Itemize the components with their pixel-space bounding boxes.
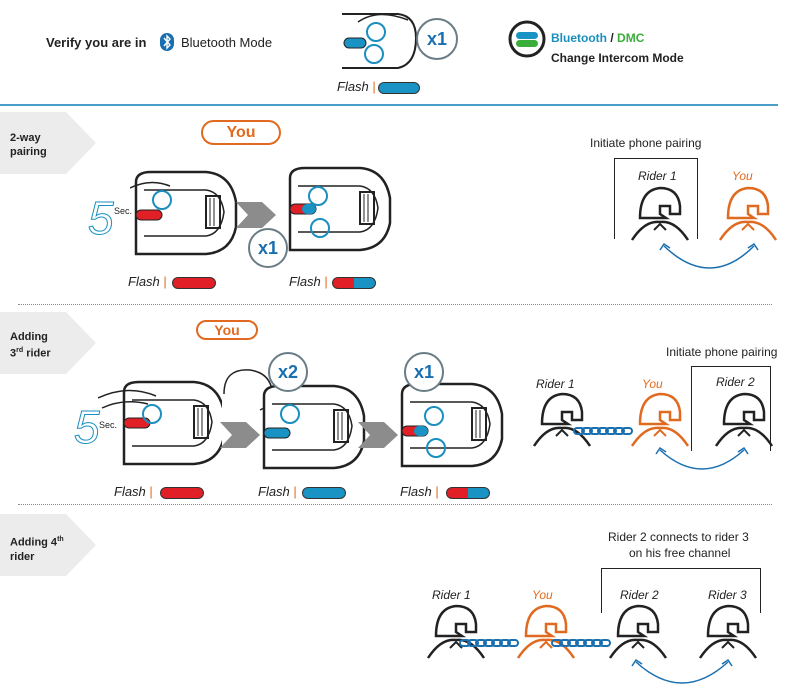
header-flash-label: Flash | bbox=[337, 79, 376, 94]
rider3-label-fourth: Rider 3 bbox=[708, 588, 747, 602]
seconds-unit-third: Sec. bbox=[99, 420, 118, 430]
intercom-chain-2 bbox=[551, 639, 611, 647]
flash-label-third-2: Flash | bbox=[258, 484, 297, 499]
seconds-number-two-way: 5 bbox=[88, 192, 115, 244]
press-count-badge: x1 bbox=[416, 18, 458, 60]
led-red-third bbox=[160, 487, 204, 499]
free-channel-box-fourth bbox=[601, 568, 761, 613]
intercom-chain bbox=[573, 427, 633, 435]
led-redblue-two-way bbox=[332, 277, 376, 289]
intercom-chain-1 bbox=[459, 639, 519, 647]
bluetooth-icon bbox=[160, 33, 174, 51]
device-press-illustration bbox=[288, 166, 392, 252]
mode-change-subtitle: Change Intercom Mode bbox=[551, 51, 684, 65]
press-count-badge-two-way: x1 bbox=[248, 228, 288, 268]
pairing-title-third: Initiate phone pairing bbox=[666, 345, 778, 359]
step-arrow-two-way bbox=[0, 112, 96, 174]
phone-pairing-box-two-way bbox=[614, 158, 698, 239]
device-double-press-illustration bbox=[223, 369, 366, 470]
press-count-badge-third-b: x1 bbox=[404, 352, 444, 392]
led-blue-third bbox=[302, 487, 346, 499]
flash-label-two-way-1: Flash | bbox=[128, 274, 167, 289]
flash-label-third-3: Flash | bbox=[400, 484, 439, 499]
section-divider-2 bbox=[18, 504, 772, 505]
step-arrow-fourth bbox=[0, 514, 96, 576]
riders-third bbox=[532, 392, 774, 470]
verify-prefix: Verify you are in bbox=[46, 35, 147, 50]
header-device-illustration bbox=[342, 13, 418, 69]
section-divider-1 bbox=[18, 304, 772, 305]
led-red-two-way bbox=[172, 277, 216, 289]
you-label-two-way: You bbox=[732, 169, 753, 183]
you-pill-two-way: You bbox=[201, 120, 281, 145]
verify-mode-name: Bluetooth Mode bbox=[181, 35, 273, 50]
riders-fourth bbox=[426, 604, 758, 684]
press-count-badge-third-a: x2 bbox=[268, 352, 308, 392]
step-label-two-way: 2-way pairing bbox=[10, 132, 47, 158]
pairing-title-two-way: Initiate phone pairing bbox=[590, 136, 702, 150]
you-label-fourth: You bbox=[532, 588, 553, 602]
device-hold-illustration-third bbox=[98, 380, 222, 466]
rider1-label-third: Rider 1 bbox=[536, 377, 575, 391]
rider2-label-fourth: Rider 2 bbox=[620, 588, 659, 602]
flash-label-third-1: Flash | bbox=[114, 484, 153, 499]
step-arrow-third bbox=[0, 312, 96, 374]
header-divider bbox=[0, 104, 778, 106]
you-label-third: You bbox=[642, 377, 663, 391]
led-redblue-third bbox=[446, 487, 490, 499]
step-label-third: Adding 3rd rider bbox=[10, 331, 51, 360]
mode-switch-icon bbox=[508, 20, 546, 58]
phone-pairing-box-third bbox=[691, 366, 771, 451]
step-label-fourth: Adding 4th rider bbox=[10, 536, 64, 563]
next-arrow-1 bbox=[236, 202, 276, 228]
device-hold-illustration bbox=[130, 170, 238, 256]
header-led-blue bbox=[378, 82, 420, 94]
device-press-illustration-third bbox=[400, 382, 504, 468]
you-pill-third: You bbox=[196, 320, 258, 340]
flash-label-two-way-2: Flash | bbox=[289, 274, 328, 289]
riders-two-way bbox=[630, 186, 778, 269]
seconds-unit-two-way: Sec. bbox=[114, 206, 133, 216]
note-line2-fourth: on his free channel bbox=[629, 546, 731, 560]
rider1-label-fourth: Rider 1 bbox=[432, 588, 471, 602]
next-arrow-3 bbox=[358, 422, 398, 448]
rider1-label-two-way: Rider 1 bbox=[638, 169, 677, 183]
verify-mode-text: Verify you are in bbox=[46, 35, 146, 50]
note-line1-fourth: Rider 2 connects to rider 3 bbox=[608, 530, 749, 544]
seconds-number-third: 5 bbox=[74, 401, 101, 453]
rider2-label-third: Rider 2 bbox=[716, 375, 755, 389]
mode-change-title: Bluetooth / DMC bbox=[551, 31, 645, 45]
next-arrow-2 bbox=[220, 422, 260, 448]
